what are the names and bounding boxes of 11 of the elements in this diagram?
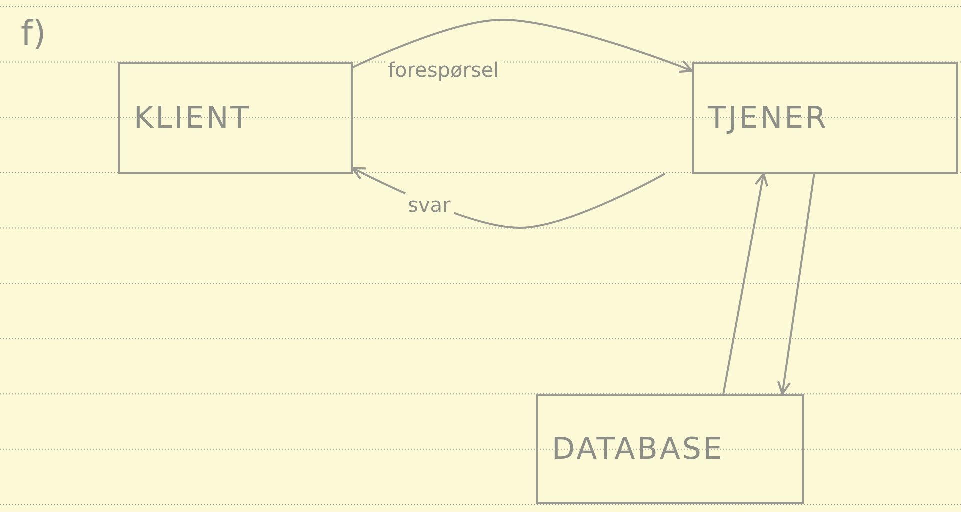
process-box [692, 62, 958, 174]
item-letter: f) [20, 14, 48, 54]
node-label: DATABASE [552, 432, 724, 466]
node-label: TJENER [708, 100, 828, 136]
node-label: KLIENT [134, 100, 251, 136]
arrow [777, 174, 816, 396]
arrow [722, 172, 768, 394]
process-box [536, 394, 804, 504]
edge-label: svar [405, 193, 454, 217]
arrow [352, 19, 694, 74]
process-box [118, 62, 353, 174]
